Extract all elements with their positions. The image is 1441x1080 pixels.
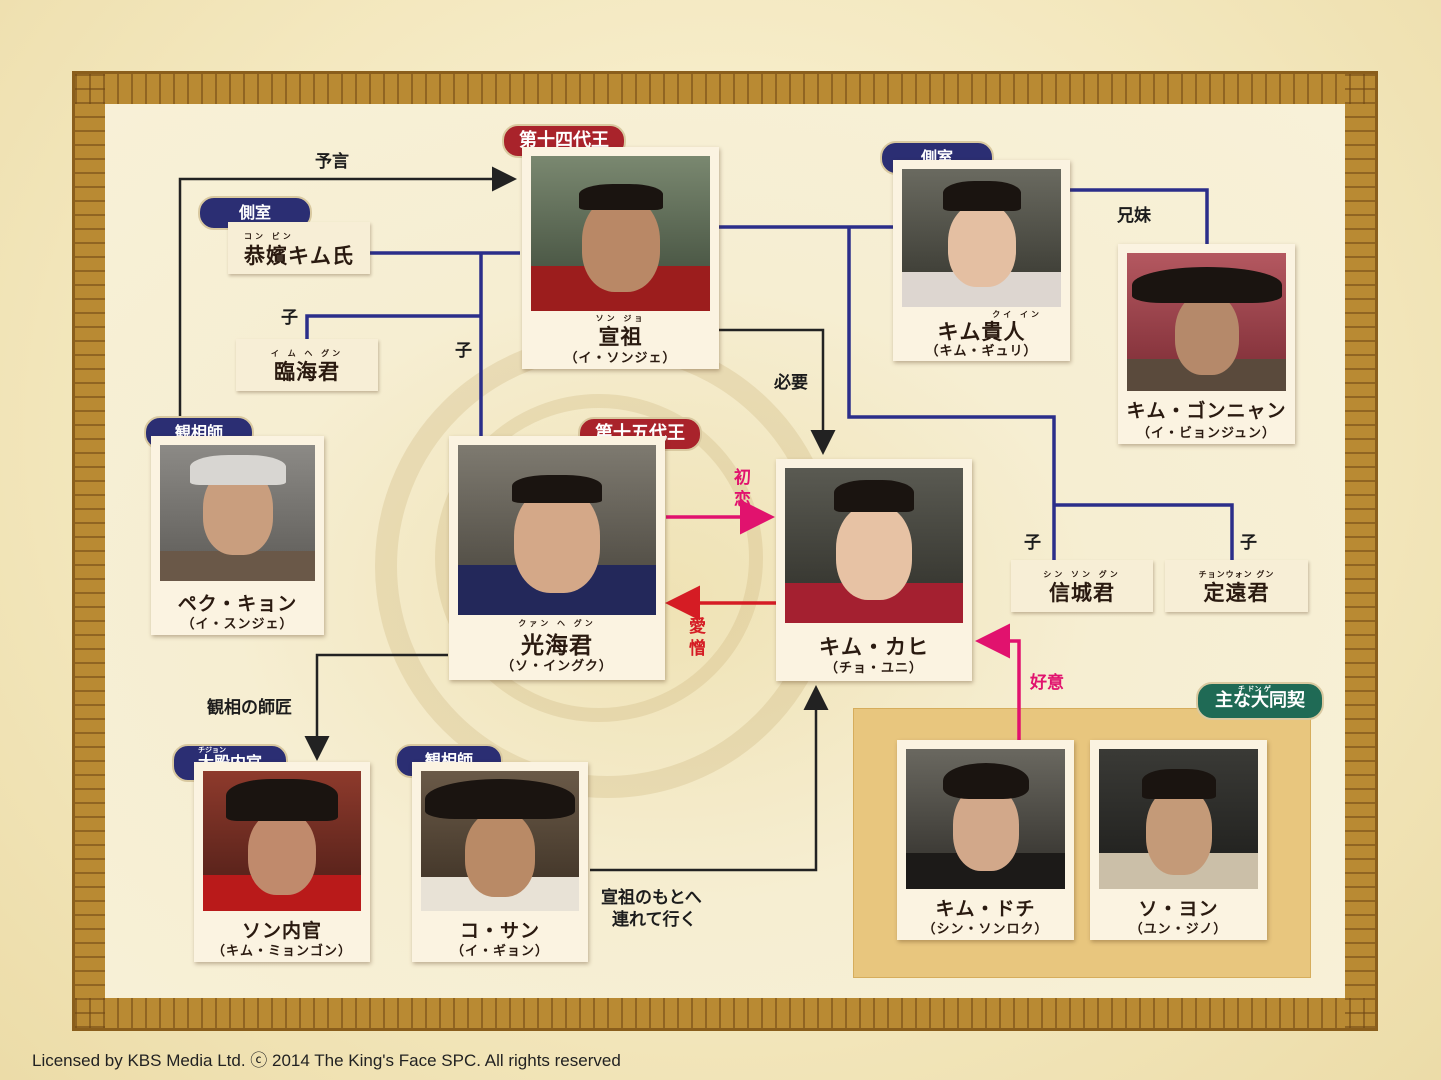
goodwill-arrow xyxy=(975,623,1021,740)
kongbin-name: 恭嬪キム氏 xyxy=(244,243,354,268)
taken-label-1: 宣祖のもとへ xyxy=(601,888,702,908)
eunuch-badge-ruby: チジョン xyxy=(198,745,226,754)
needed-label: 必要 xyxy=(774,373,808,393)
imhae-label: イ ム ヘ グン 臨海君 xyxy=(236,339,378,391)
kim-gonnyang-card: キム・ゴンニャン （イ・ビョンジュン） xyxy=(1118,244,1295,444)
kim-dochi-photo xyxy=(906,749,1065,889)
ko-san-photo xyxy=(421,771,579,911)
taken-to-king-arrow xyxy=(590,685,829,872)
child-label-sinseong: 子 xyxy=(1024,533,1041,553)
kim-dochi-name: キム・ドチ xyxy=(935,898,1036,920)
kim-gonnyang-photo xyxy=(1127,253,1286,391)
kongbin-label: コン ビン 恭嬪キム氏 xyxy=(228,222,370,274)
prophecy-label: 予言 xyxy=(315,152,349,172)
child-label-imhae: 子 xyxy=(281,308,298,328)
allies-badge-ruby: チ ドン ゲ xyxy=(1238,684,1271,693)
gwiin-children-line xyxy=(847,227,1056,560)
seonjo-actor: （イ・ソンジェ） xyxy=(564,351,677,366)
jeongwon-name: 定遠君 xyxy=(1203,580,1270,605)
so-yon-actor: （ユン・ジノ） xyxy=(1129,922,1228,937)
kim-gahi-actor: （チョ・ユニ） xyxy=(824,661,923,676)
kim-gwiin-card: クイ イン キム貴人 （キム・ギュリ） xyxy=(893,160,1070,361)
first-love-label-2: 恋 xyxy=(734,490,751,510)
imhae-line xyxy=(305,314,481,340)
son-naegwan-name: ソン内官 xyxy=(241,920,322,942)
kwanghae-actor: （ソ・イングク） xyxy=(501,659,613,674)
kim-gwiin-photo xyxy=(902,169,1061,307)
allies-badge: 主な大同契 チ ドン ゲ xyxy=(1196,682,1324,720)
baek-kyon-name: ペク・キョン xyxy=(177,593,298,615)
kongbin-ruby: コン ビン xyxy=(244,231,294,241)
so-yon-photo xyxy=(1099,749,1258,889)
kim-dochi-actor: （シン・ソンロク） xyxy=(922,922,1049,937)
kwanghae-card: クァン ヘ グン 光海君 （ソ・イングク） xyxy=(449,436,665,680)
seonjo-card: ソン ジョ 宣祖 （イ・ソンジェ） xyxy=(522,147,719,369)
baek-kyon-card: ペク・キョン （イ・スンジェ） xyxy=(151,436,324,635)
seonjo-ruby: ソン ジョ xyxy=(595,313,646,323)
sinseong-ruby: シン ソン グン xyxy=(1043,569,1121,579)
kim-gahi-photo xyxy=(785,468,963,623)
so-yon-card: ソ・ヨン （ユン・ジノ） xyxy=(1090,740,1267,940)
ko-san-name: コ・サン xyxy=(459,920,540,942)
prophecy-arrow xyxy=(178,166,517,416)
needed-arrow xyxy=(718,328,836,455)
son-naegwan-actor: （キム・ミョンゴン） xyxy=(211,944,352,959)
kwanghae-name: 光海君 xyxy=(521,632,593,659)
kim-gwiin-actor: （キム・ギュリ） xyxy=(925,344,1038,359)
mentor-label: 観相の師匠 xyxy=(207,698,292,718)
kim-gonnyang-actor: （イ・ビョンジュン） xyxy=(1136,426,1277,441)
baek-kyon-actor: （イ・スンジェ） xyxy=(181,617,294,632)
love-hate-label-2: 憎 xyxy=(689,639,706,659)
kwanghae-photo xyxy=(458,445,656,615)
sinseong-label: シン ソン グン 信城君 xyxy=(1011,560,1153,612)
baek-kyon-photo xyxy=(160,445,315,581)
kim-gonnyang-name: キム・ゴンニャン xyxy=(1126,400,1287,422)
taken-label-2: 連れて行く xyxy=(612,910,697,930)
siblings-label: 兄妹 xyxy=(1117,206,1151,226)
kim-gwiin-ruby: クイ イン xyxy=(992,309,1042,319)
goodwill-label: 好意 xyxy=(1030,673,1064,693)
kim-gahi-name: キム・カヒ xyxy=(819,634,929,659)
son-naegwan-photo xyxy=(203,771,361,911)
jeongwon-ruby: チョンウォン グン xyxy=(1198,569,1275,579)
seonjo-name: 宣祖 xyxy=(598,324,643,349)
so-yon-name: ソ・ヨン xyxy=(1138,898,1219,920)
kwanghae-ruby: クァン ヘ グン xyxy=(518,618,596,628)
first-love-label-1: 初 xyxy=(734,468,751,488)
jeongwon-line xyxy=(1054,503,1234,560)
ko-san-actor: （イ・ギョン） xyxy=(450,944,549,959)
jeongwon-label: チョンウォン グン 定遠君 xyxy=(1165,560,1308,612)
imhae-name: 臨海君 xyxy=(274,359,340,384)
child-label-kwanghae: 子 xyxy=(455,341,472,361)
kim-gwiin-name: キム貴人 xyxy=(937,319,1026,344)
imhae-ruby: イ ム ヘ グン xyxy=(270,348,344,358)
love-hate-label-1: 愛 xyxy=(689,617,706,637)
kim-dochi-card: キム・ドチ （シン・ソンロク） xyxy=(897,740,1074,940)
allies-badge-label: 主な大同契 xyxy=(1215,690,1305,711)
copyright-notice: Licensed by KBS Media Ltd. ⓒ 2014 The Ki… xyxy=(32,1051,621,1070)
mentor-arrow xyxy=(304,653,448,761)
seonjo-photo xyxy=(531,156,710,311)
son-naegwan-card: ソン内官 （キム・ミョンゴン） xyxy=(194,762,370,962)
child-label-jeongwon: 子 xyxy=(1240,533,1257,553)
sinseong-name: 信城君 xyxy=(1049,580,1115,605)
kim-gahi-card: キム・カヒ （チョ・ユニ） xyxy=(776,459,972,681)
siblings-line xyxy=(1070,188,1209,245)
ko-san-card: コ・サン （イ・ギョン） xyxy=(412,762,588,962)
